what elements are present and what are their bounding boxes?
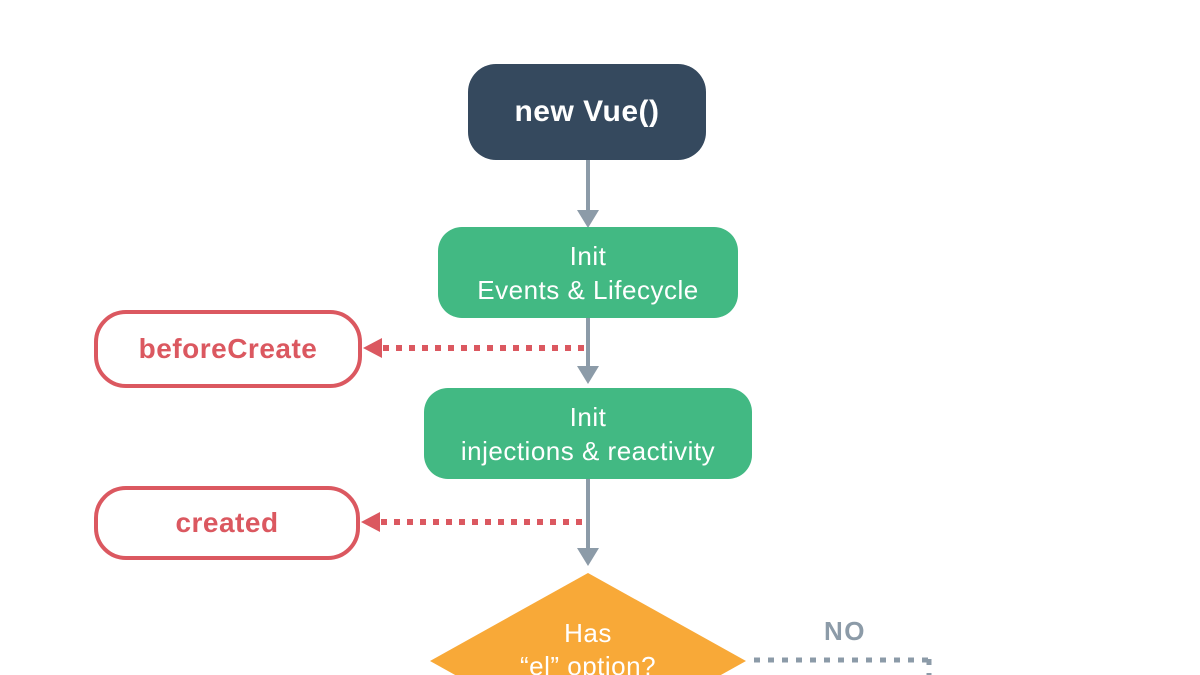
arrowhead-down-icon — [577, 366, 599, 384]
node-new-vue-label: new Vue() — [514, 95, 660, 128]
arrowhead-down-icon — [577, 210, 599, 228]
node-has-el-line1: Has — [564, 618, 612, 648]
node-beforecreate-label: beforeCreate — [138, 333, 318, 364]
node-beforecreate-hook: beforeCreate — [94, 310, 362, 388]
edge-label-no: NO — [824, 616, 866, 646]
node-init-events-lifecycle: Init Events & Lifecycle — [438, 227, 738, 318]
arrowhead-left-icon — [361, 512, 380, 532]
node-has-el-line2: “el” option? — [519, 651, 657, 675]
arrowhead-left-icon — [363, 338, 382, 358]
node-init-injections-line2: injections & reactivity — [460, 435, 716, 466]
arrowhead-down-icon — [577, 548, 599, 566]
node-new-vue: new Vue() — [468, 64, 706, 160]
node-created-label: created — [175, 507, 279, 538]
node-init-events-line2: Events & Lifecycle — [477, 274, 699, 305]
node-has-el-decision: Has “el” option? — [430, 573, 746, 675]
node-init-injections-line1: Init — [569, 401, 607, 432]
node-init-injections-reactivity: Init injections & reactivity — [424, 388, 752, 479]
node-created-hook: created — [94, 486, 360, 560]
node-init-events-line1: Init — [569, 240, 607, 271]
